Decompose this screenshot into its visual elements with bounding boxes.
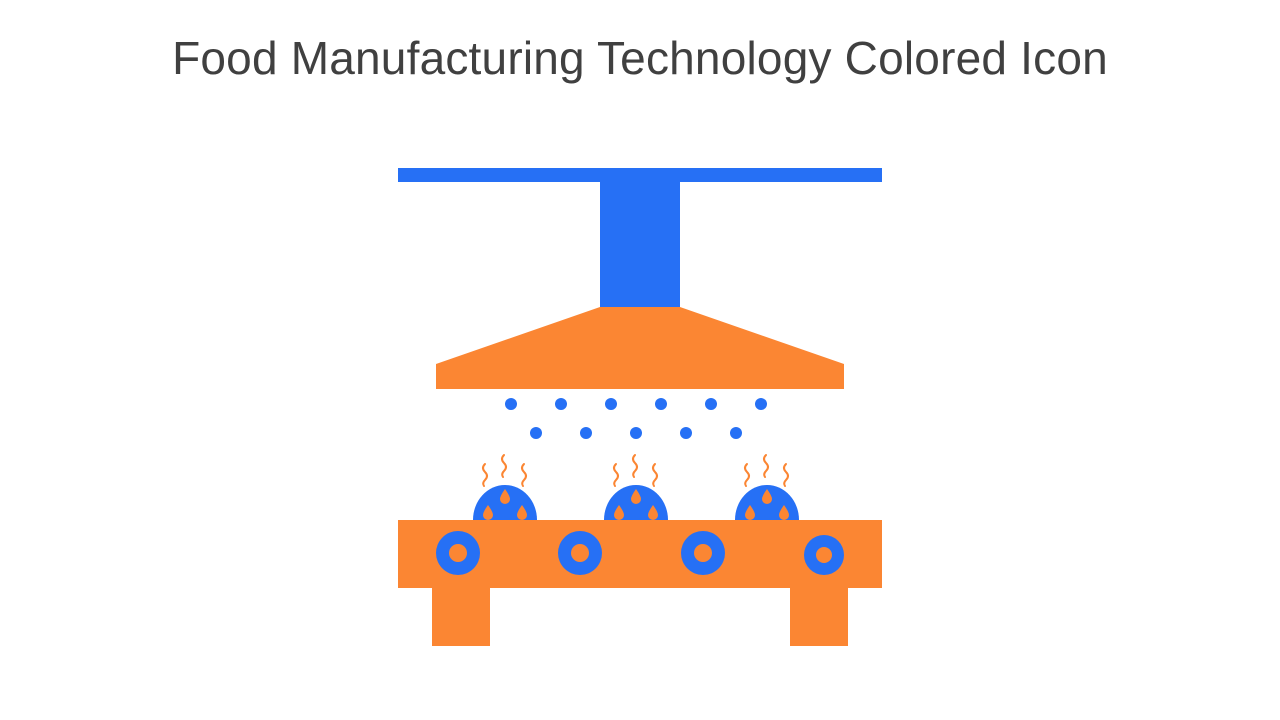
dot — [755, 398, 767, 410]
dot — [605, 398, 617, 410]
steam-icon — [521, 463, 527, 487]
dot — [505, 398, 517, 410]
roller-hub — [571, 544, 589, 562]
food-item-3 — [735, 454, 799, 520]
dot — [630, 427, 642, 439]
dot — [680, 427, 692, 439]
steam-icon — [632, 454, 638, 478]
drop-icon — [631, 489, 641, 504]
conveyor-rollers — [436, 531, 844, 575]
drop-icon — [648, 505, 658, 520]
dot — [730, 427, 742, 439]
roller-hub — [816, 547, 832, 563]
dot — [655, 398, 667, 410]
roller-hub — [694, 544, 712, 562]
table-leg-left — [432, 586, 490, 646]
steam-icon — [613, 463, 619, 487]
steam-icon — [482, 463, 488, 487]
drop-icon — [745, 505, 755, 520]
roller-hub — [449, 544, 467, 562]
ceiling-bar-shape — [398, 168, 882, 182]
dot — [705, 398, 717, 410]
steam-icon — [652, 463, 658, 487]
dot — [555, 398, 567, 410]
table-leg-right — [790, 586, 848, 646]
drop-icon — [483, 505, 493, 520]
food-item-2 — [604, 454, 668, 520]
steam-dots-row-2 — [530, 427, 742, 439]
steam-icon — [763, 454, 769, 478]
drop-icon — [614, 505, 624, 520]
drop-icon — [779, 505, 789, 520]
steam-icon — [783, 463, 789, 487]
drop-icon — [500, 489, 510, 504]
food-item-1 — [473, 454, 537, 520]
drop-icon — [517, 505, 527, 520]
slide-title: Food Manufacturing Technology Colored Ic… — [172, 32, 1108, 84]
duct-shape — [600, 180, 680, 308]
steam-dots-row-1 — [505, 398, 767, 410]
drop-icon — [762, 489, 772, 504]
dot — [580, 427, 592, 439]
steam-icon — [744, 463, 750, 487]
steam-icon — [501, 454, 507, 478]
hood-shape — [436, 307, 844, 389]
dot — [530, 427, 542, 439]
